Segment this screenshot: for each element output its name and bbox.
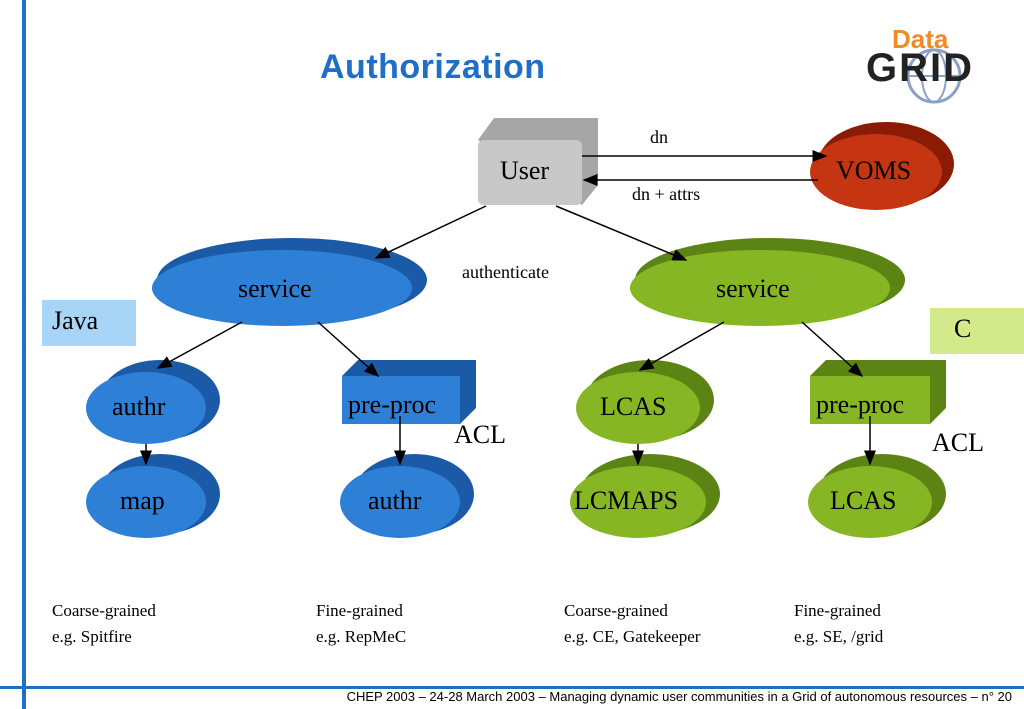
note-coarse-c: Coarse-grained e.g. CE, Gatekeeper — [564, 598, 700, 650]
note-line: Fine-grained — [794, 601, 881, 620]
preproc-right-label: pre-proc — [816, 390, 905, 419]
voms-label: VOMS — [836, 156, 912, 185]
lcmaps-node — [570, 454, 720, 538]
preproc-left-label: pre-proc — [348, 390, 437, 419]
dn-label: dn — [650, 127, 668, 147]
authr-mid-node — [340, 454, 474, 538]
map-node — [86, 454, 220, 538]
map-label: map — [120, 486, 165, 515]
user-label: User — [500, 156, 550, 185]
user-node — [478, 118, 598, 205]
datagrid-logo: Data GRID — [862, 24, 997, 106]
note-fine-java: Fine-grained e.g. RepMeC — [316, 598, 406, 650]
note-line: e.g. RepMeC — [316, 627, 407, 646]
authenticate-label: authenticate — [462, 262, 549, 282]
c-box: C — [930, 308, 1024, 354]
service-java-label: service — [238, 274, 312, 303]
note-line: e.g. CE, Gatekeeper — [564, 627, 701, 646]
dn-attrs-label: dn + attrs — [632, 184, 701, 204]
note-line: Coarse-grained — [52, 601, 156, 620]
authr-mid-label: authr — [368, 486, 422, 515]
service-c-label: service — [716, 274, 790, 303]
user-to-service-c-arrow — [555, 205, 688, 261]
lcas-left-node — [576, 360, 714, 444]
voms-node — [810, 122, 954, 210]
note-line: e.g. SE, /grid — [794, 627, 884, 646]
lcas-right-label: LCAS — [830, 486, 897, 515]
authr-left-node — [86, 360, 220, 444]
page-title: Authorization — [320, 48, 546, 86]
service-to-lcas-arrow — [638, 321, 725, 371]
service-to-preproc-left-arrow — [317, 321, 380, 378]
authr-left-label: authr — [112, 392, 166, 421]
left-accent-bar — [22, 0, 26, 709]
service-c-node — [630, 238, 905, 326]
acl-left-label: ACL — [454, 420, 506, 449]
footer-text: CHEP 2003 – 24-28 March 2003 – Managing … — [346, 689, 1012, 704]
note-fine-c: Fine-grained e.g. SE, /grid — [794, 598, 883, 650]
logo-data-text: Data — [892, 24, 949, 54]
footer-divider — [0, 686, 1024, 689]
lcmaps-label: LCMAPS — [574, 486, 679, 515]
lcas-left-label: LCAS — [600, 392, 667, 421]
user-to-service-java-arrow — [374, 205, 487, 259]
acl-right-label: ACL — [932, 428, 984, 457]
service-to-preproc-right-arrow — [801, 321, 864, 378]
note-line: Coarse-grained — [564, 601, 668, 620]
service-to-authr-arrow — [156, 321, 243, 369]
lcas-right-node — [808, 454, 946, 538]
java-box: Java — [42, 300, 136, 346]
note-line: e.g. Spitfire — [52, 627, 132, 646]
note-coarse-java: Coarse-grained e.g. Spitfire — [52, 598, 156, 650]
service-java-node — [152, 238, 427, 326]
note-line: Fine-grained — [316, 601, 403, 620]
logo-grid-text: GRID — [866, 46, 974, 90]
